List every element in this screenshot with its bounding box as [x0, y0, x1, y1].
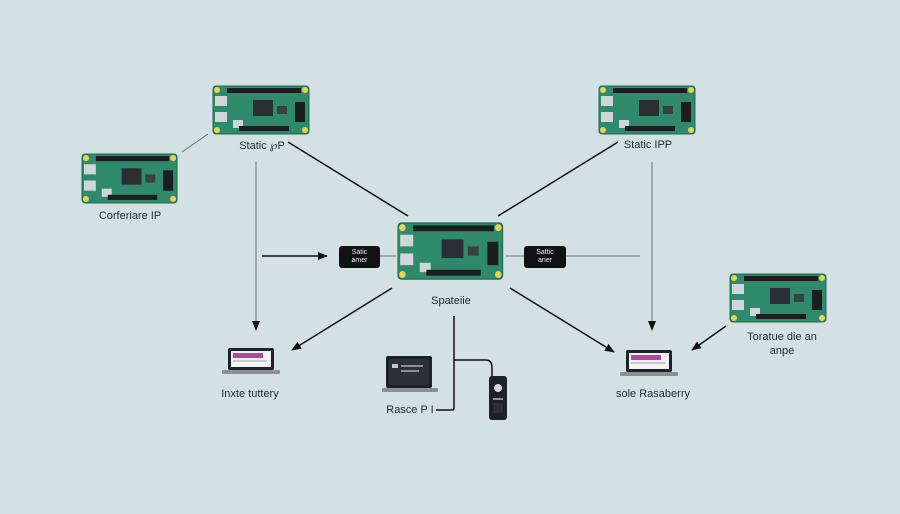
top-right-board-label: Static IPP: [623, 139, 673, 151]
right-board-icon: [729, 273, 827, 323]
left-tag-line2: amer: [351, 257, 368, 264]
right-board-label-line2: anpe: [769, 345, 795, 357]
link-left-topleft: [181, 133, 209, 153]
link-topright-center: [497, 141, 619, 217]
top-left-board-icon: [212, 85, 310, 135]
left-laptop-label: Inxte tuttery: [221, 388, 279, 400]
right-tag-line1: Sattic: [536, 249, 554, 256]
left-board-label: Corferiare IP: [98, 210, 162, 222]
link-topleft-center: [287, 141, 409, 217]
center-board-icon: [397, 222, 504, 280]
left-connection-tag: Satic amer: [339, 246, 380, 268]
right-tag-line2: aner: [537, 257, 552, 264]
arrow-center-left-laptop: [291, 287, 393, 351]
right-board-label-line1: Toratue die an: [747, 331, 817, 343]
left-laptop-icon: [222, 348, 280, 374]
center-laptop-label: Rasce P I: [386, 404, 434, 416]
center-board-label: Spateiie: [431, 295, 471, 307]
arrow-center-right-laptop: [509, 287, 615, 353]
top-left-board-label: Static ℘P: [239, 140, 285, 152]
right-laptop-label: sole Rasaberry: [616, 388, 690, 400]
center-laptop-icon: [382, 356, 438, 392]
mobile-device-icon: [489, 376, 507, 420]
top-right-board-icon: [598, 85, 696, 135]
arrow-right-board-laptop: [691, 325, 727, 351]
right-board-label: Toratue die an anpe: [732, 330, 832, 358]
left-tag-line1: Satic: [351, 249, 368, 256]
cable-center-phone: [436, 316, 493, 411]
right-connection-tag: Sattic aner: [524, 246, 566, 268]
left-board-icon: [81, 153, 178, 204]
right-laptop-icon: [620, 350, 678, 376]
